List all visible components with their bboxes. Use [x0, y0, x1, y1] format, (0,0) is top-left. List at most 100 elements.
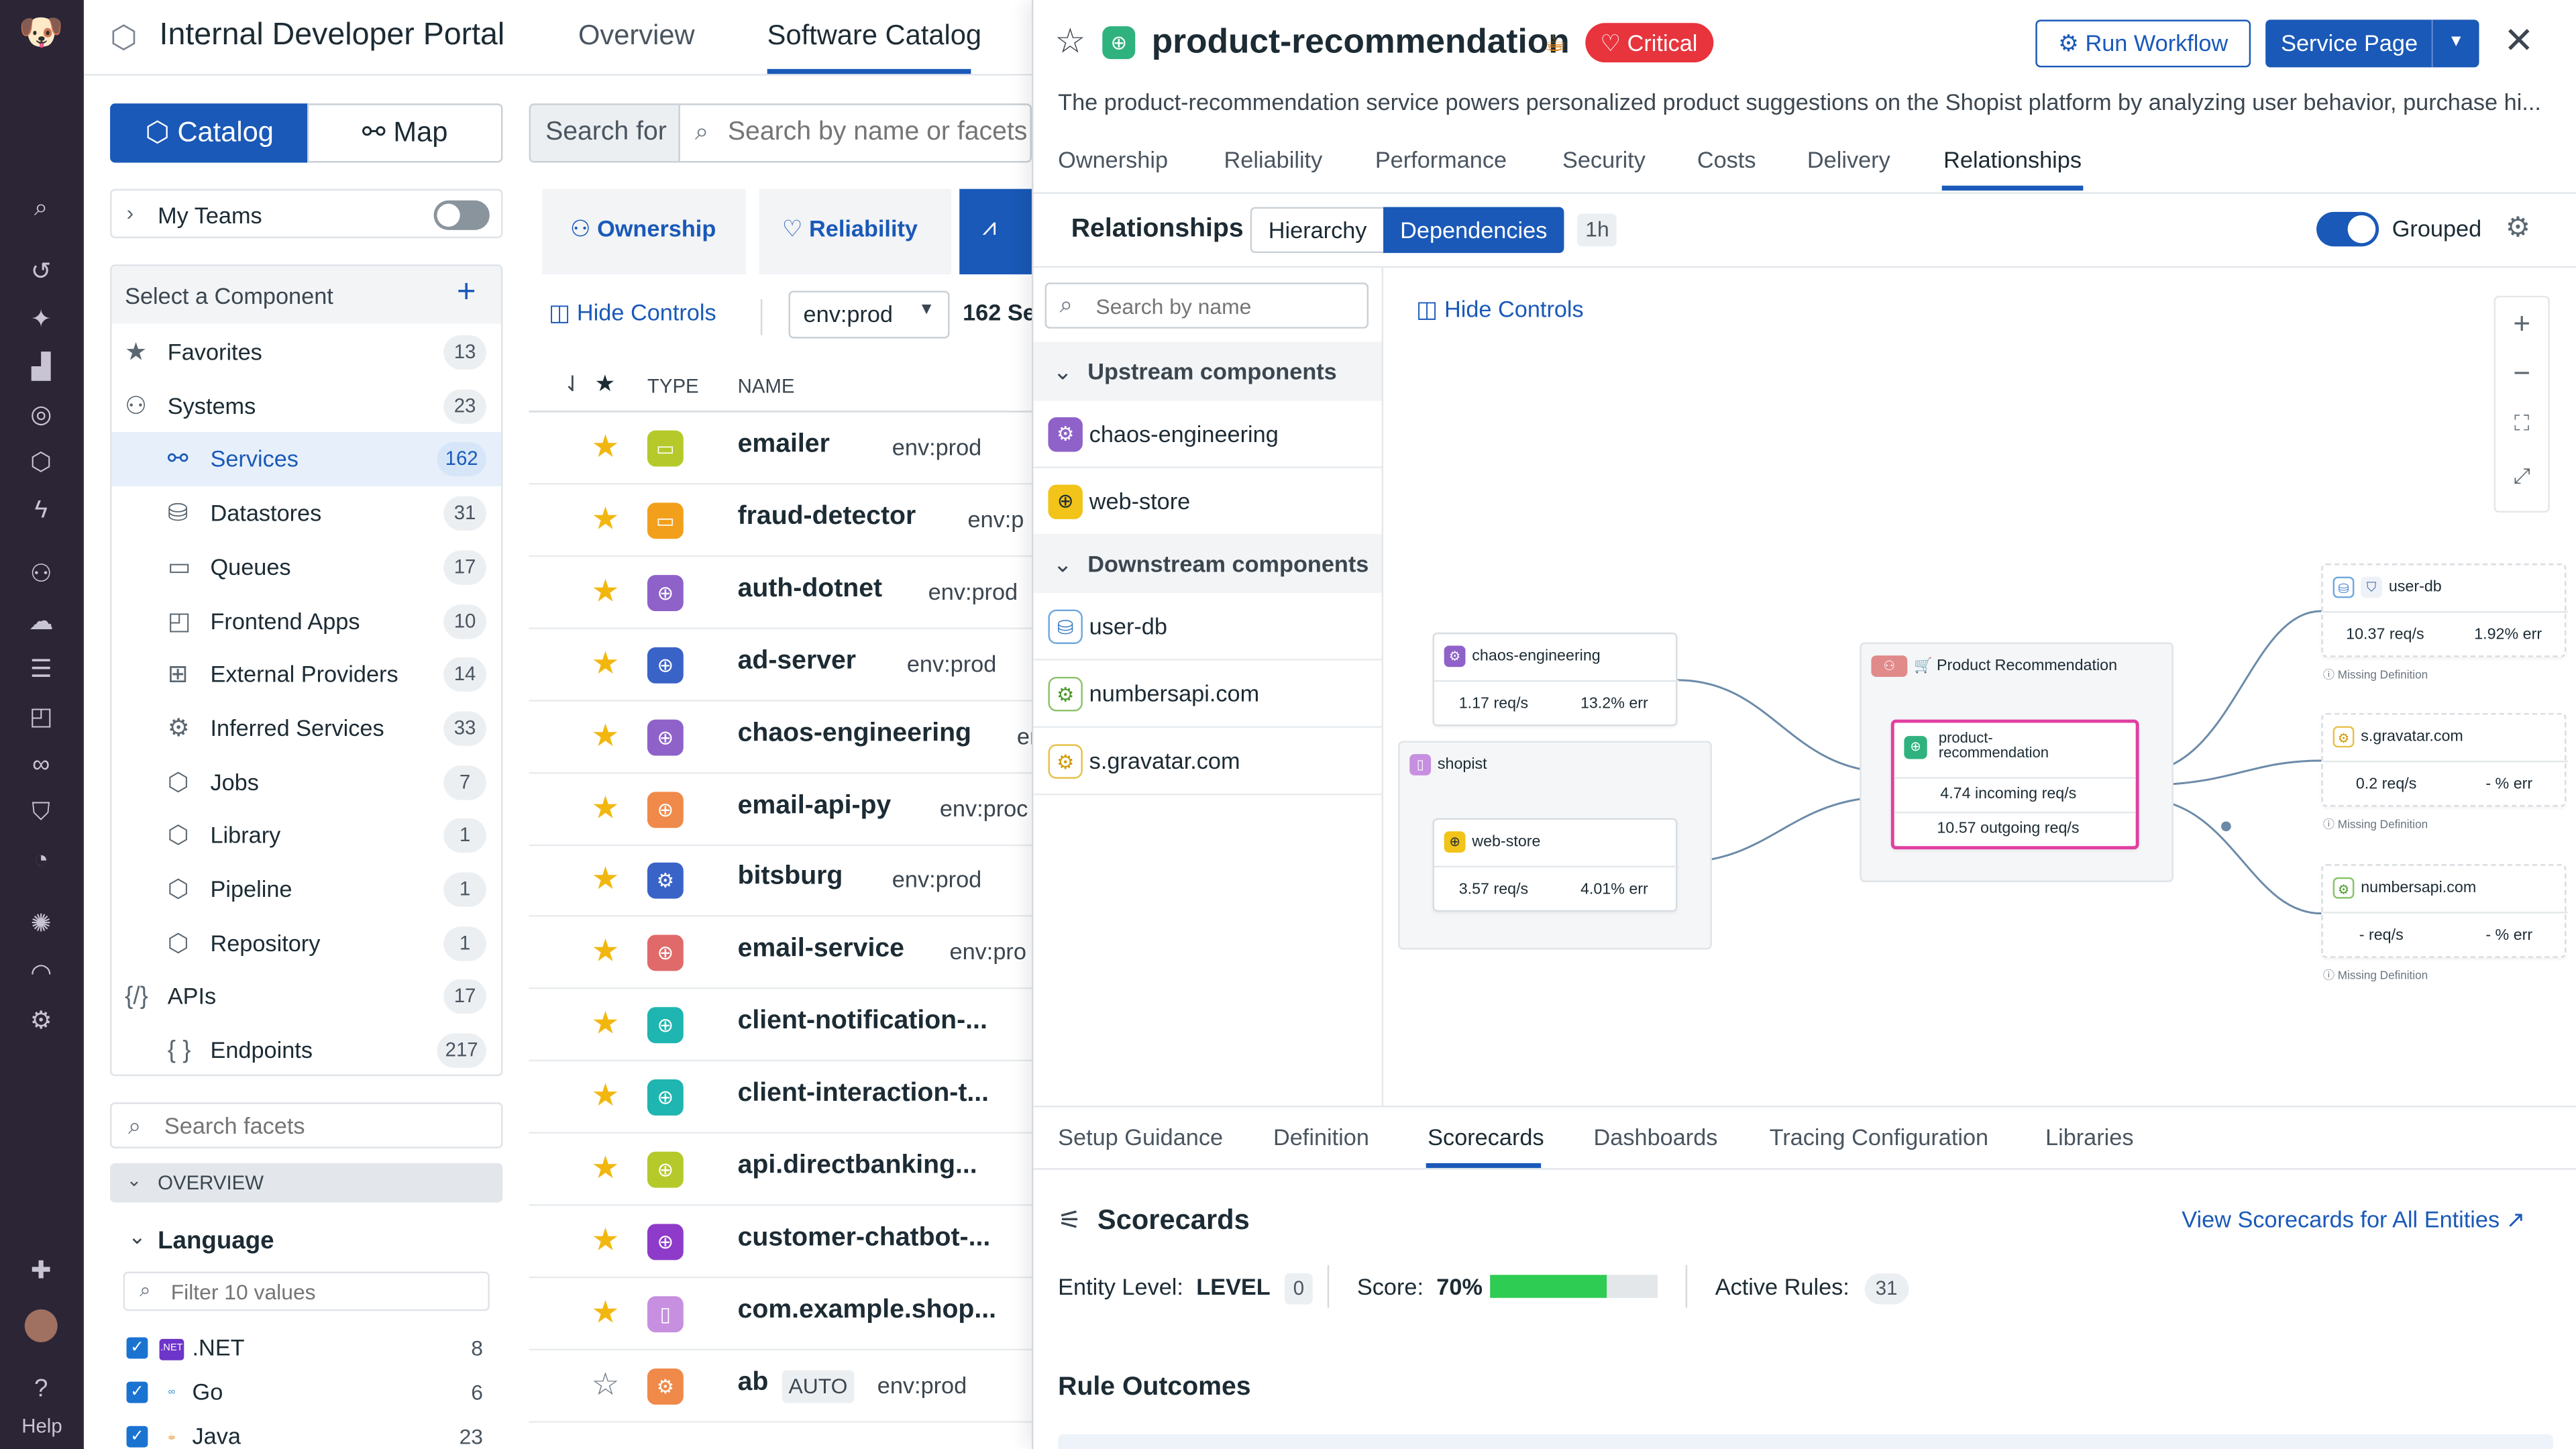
favorite-star-icon[interactable]: ★	[591, 430, 620, 466]
favorite-star-icon[interactable]: ★	[591, 1007, 620, 1042]
language-filter-input[interactable]	[170, 1276, 475, 1306]
favorite-star-icon[interactable]: ★	[591, 647, 620, 682]
workflow-icon[interactable]: ⚙	[30, 1007, 52, 1035]
service-page-dropdown-icon[interactable]: ▼	[2431, 19, 2479, 68]
favorite-star-outline-icon[interactable]: ☆	[591, 1368, 620, 1403]
table-row[interactable]: ★⊕client-notification-...	[529, 989, 1032, 1062]
favorite-star-icon[interactable]: ★	[591, 574, 620, 610]
downstream-item[interactable]: ⛁ user-db	[1033, 593, 1382, 661]
my-teams-toggle-row[interactable]: › My Teams	[110, 189, 503, 239]
service-name[interactable]: com.example.shop...	[737, 1295, 997, 1324]
service-name[interactable]: fraud-detector	[737, 502, 916, 531]
add-component-button[interactable]: +	[456, 274, 476, 311]
component-search-input[interactable]	[1095, 289, 1359, 323]
favorite-star-icon[interactable]: ★	[591, 1151, 620, 1187]
favorite-star-icon[interactable]: ★	[591, 863, 620, 898]
lens-tab-ownership[interactable]: ⚇ Ownership	[542, 189, 746, 274]
timeframe-badge[interactable]: 1h	[1577, 213, 1617, 247]
detail-tab[interactable]: Relationships	[1943, 146, 2082, 173]
fit-view-icon[interactable]: ⛶	[2514, 411, 2530, 435]
service-name[interactable]: ab	[737, 1368, 769, 1396]
search-facets-input[interactable]	[164, 1109, 493, 1142]
favorite-star-icon[interactable]: ★	[591, 502, 620, 537]
hide-controls-button[interactable]: ◫ Hide Controls	[548, 299, 716, 325]
lens-tab-reliability[interactable]: ♡ Reliability	[759, 189, 951, 274]
cloud-icon[interactable]: ☁	[28, 608, 54, 636]
service-name[interactable]: client-interaction-t...	[737, 1079, 989, 1108]
favorite-star-icon[interactable]: ★	[591, 718, 620, 754]
hierarchy-mode-button[interactable]: Hierarchy	[1250, 207, 1385, 254]
apm-icon[interactable]: ◰	[29, 703, 53, 731]
infrastructure-icon[interactable]: ⚇	[30, 560, 52, 588]
service-name[interactable]: bitsburg	[737, 863, 843, 892]
service-name[interactable]: email-service	[737, 935, 904, 963]
close-icon[interactable]: ✕	[2504, 19, 2534, 61]
catalog-search-input[interactable]	[727, 111, 1030, 155]
zoom-in-icon[interactable]: +	[2513, 307, 2531, 340]
bolt-icon[interactable]: ϟ	[34, 496, 48, 525]
detail-tab[interactable]: Delivery	[1807, 146, 1890, 173]
tab-overview[interactable]: Overview	[578, 19, 695, 51]
favorite-star-icon[interactable]: ★	[591, 1079, 620, 1114]
graph-node-s-gravatar[interactable]: ⚙s.gravatar.com 0.2 req/s - % err	[2321, 712, 2568, 807]
service-name[interactable]: api.directbanking...	[737, 1151, 977, 1180]
service-name[interactable]: chaos-engineering	[737, 718, 971, 747]
column-name[interactable]: NAME	[737, 374, 795, 398]
grouped-toggle[interactable]	[2316, 211, 2379, 247]
fullscreen-icon[interactable]: ⤢	[2513, 463, 2530, 488]
bottom-tab[interactable]: Setup Guidance	[1058, 1124, 1224, 1150]
bottom-tab[interactable]: Definition	[1273, 1124, 1369, 1150]
link-icon[interactable]: ∞	[32, 751, 50, 779]
graph-node-numbersapi[interactable]: ⚙numbersapi.com - req/s - % err	[2321, 864, 2568, 958]
detail-tab[interactable]: Security	[1562, 146, 1646, 173]
upstream-item[interactable]: ⚙ chaos-engineering	[1033, 401, 1382, 468]
checkbox-checked-icon[interactable]: ✓	[126, 1426, 148, 1448]
service-name[interactable]: ad-server	[737, 647, 857, 675]
column-type[interactable]: TYPE	[647, 374, 699, 398]
table-row[interactable]: ★⊕chaos-engineeringenv:	[529, 701, 1061, 773]
service-name[interactable]: customer-chatbot-...	[737, 1224, 991, 1252]
upstream-item[interactable]: ⊕ web-store	[1033, 468, 1382, 536]
catalog-icon[interactable]: ⬡	[30, 448, 52, 477]
service-name[interactable]: auth-dotnet	[737, 574, 883, 603]
graph-node-chaos-engineering[interactable]: ⚙chaos-engineering 1.17 req/s 13.2% err	[1432, 632, 1679, 727]
graph-node-user-db[interactable]: ⛁⛉user-db 10.37 req/s 1.92% err	[2321, 564, 2568, 657]
favorite-star-icon[interactable]: ★	[591, 791, 620, 826]
detail-tab[interactable]: Reliability	[1224, 146, 1323, 173]
bottom-tab[interactable]: Libraries	[2045, 1124, 2134, 1150]
upstream-group[interactable]: ⌄ Upstream components	[1033, 341, 1382, 401]
settings-gear-icon[interactable]: ⚙	[2505, 211, 2531, 244]
service-name[interactable]: emailer	[737, 430, 830, 459]
favorite-column-star-icon[interactable]: ★	[594, 370, 616, 396]
favorite-star-icon[interactable]: ☆	[1055, 23, 1086, 61]
bottom-tab[interactable]: Tracing Configuration	[1769, 1124, 1989, 1150]
bottom-tab[interactable]: Scorecards	[1428, 1124, 1544, 1150]
service-page-button[interactable]: Service Page	[2265, 19, 2433, 68]
checkbox-checked-icon[interactable]: ✓	[126, 1337, 148, 1359]
dashboard-icon[interactable]: ▟	[32, 353, 51, 382]
rum-icon[interactable]: ◔	[34, 846, 49, 874]
table-row[interactable]: ★⊕client-interaction-t...	[529, 1061, 1032, 1134]
table-row[interactable]: ★⊕customer-chatbot-...	[529, 1205, 1032, 1279]
detail-tab[interactable]: Costs	[1697, 146, 1756, 173]
chevron-down-icon[interactable]: ⌄	[128, 1224, 146, 1249]
security-icon[interactable]: ⛉	[32, 798, 51, 826]
user-avatar[interactable]	[24, 1309, 58, 1342]
